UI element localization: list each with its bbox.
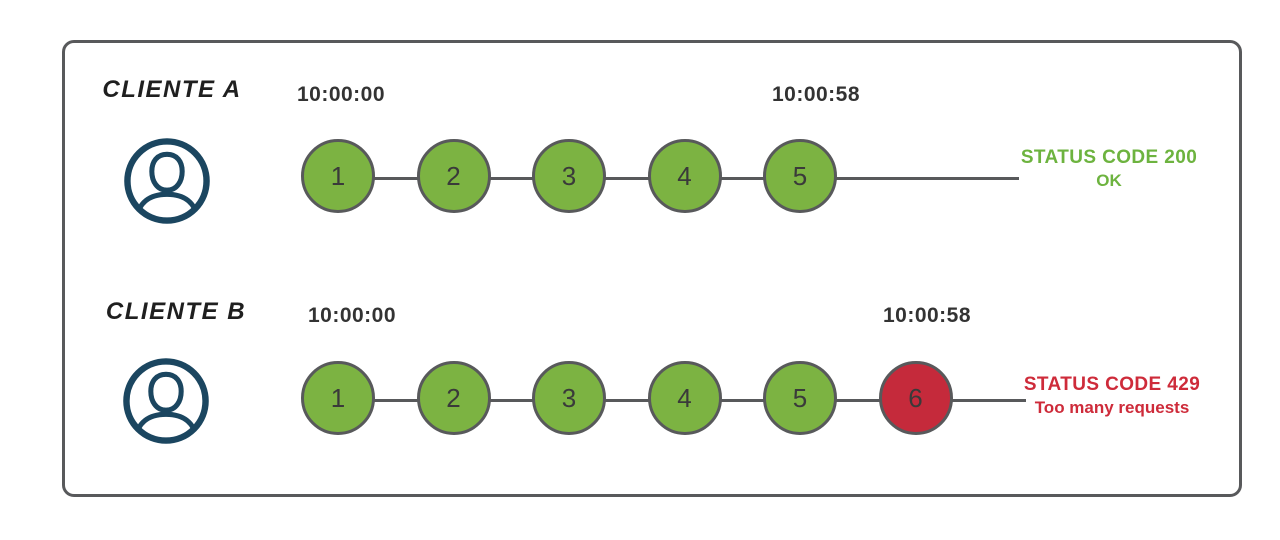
diagram-border: [62, 40, 1242, 497]
